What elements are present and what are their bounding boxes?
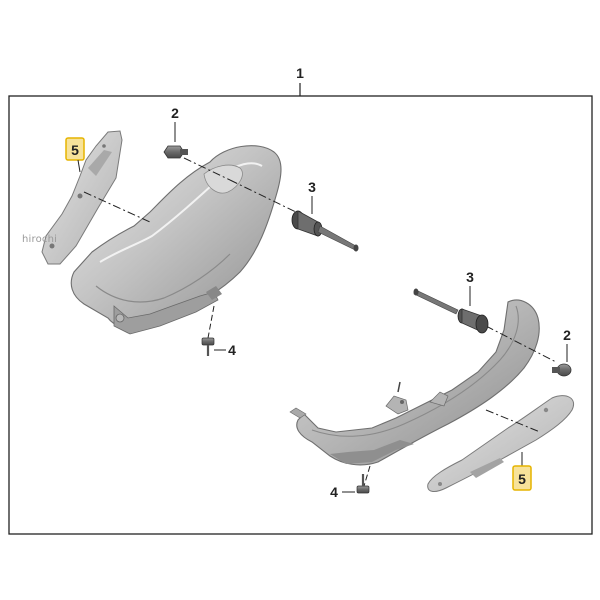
callout-2-lower: 2 xyxy=(563,327,571,343)
lower-bracket-part xyxy=(427,395,574,492)
lower-cover-shell xyxy=(289,299,540,466)
callout-3-lower: 3 xyxy=(466,269,474,285)
watermark-text: hirochi xyxy=(22,234,58,245)
lower-center-line-bolt xyxy=(485,325,557,363)
lower-screw-part xyxy=(356,474,370,494)
upper-rubber-mount-part xyxy=(291,210,359,252)
upper-cover-shell xyxy=(70,145,282,335)
upper-bolt-part xyxy=(163,145,188,159)
lower-bolt-part xyxy=(552,363,572,377)
callout-4-lower: 4 xyxy=(330,484,338,500)
callout-5-upper-leader xyxy=(77,159,81,173)
lower-rubber-mount-part xyxy=(413,288,489,334)
callout-2-upper: 2 xyxy=(171,105,179,121)
callout-3-upper: 3 xyxy=(308,179,316,195)
callout-4-upper: 4 xyxy=(228,342,236,358)
group-label-1: 1 xyxy=(296,65,304,81)
assembly-frame xyxy=(8,95,593,535)
upper-center-line-mount xyxy=(229,179,301,215)
lower-center-line-bracket xyxy=(485,409,541,433)
lower-center-line-screw xyxy=(363,465,371,487)
callout-5-lower-highlight xyxy=(512,465,532,491)
upper-center-line-screw xyxy=(207,305,215,339)
upper-bracket-part xyxy=(41,130,123,265)
callout-5-upper-highlight xyxy=(65,137,85,161)
callout-5-upper: 5 xyxy=(71,142,79,158)
upper-screw-part xyxy=(201,337,215,356)
callout-5-lower: 5 xyxy=(518,471,526,487)
upper-center-line-bracket xyxy=(83,191,151,223)
